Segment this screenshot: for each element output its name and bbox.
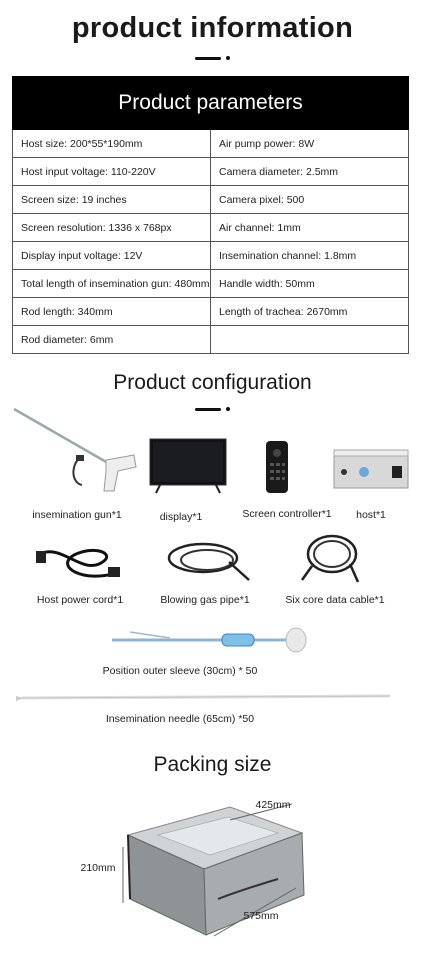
param-cell: Handle width: 50mm (210, 269, 409, 298)
length-dimension-line (213, 887, 297, 937)
page-title: product information (71, 12, 354, 44)
power-cord-image (36, 548, 120, 578)
param-cell: Camera diameter: 2.5mm (210, 157, 409, 186)
param-cell (210, 325, 409, 354)
outer-sleeve-image (112, 627, 307, 653)
configuration-title: Product configuration (113, 371, 312, 394)
param-cell: Insemination channel: 1.8mm (210, 241, 409, 270)
display-label: display*1 (159, 511, 203, 523)
packing-title: Packing size (153, 753, 272, 776)
param-cell: Total length of insemination gun: 480mm (12, 269, 211, 298)
configuration-divider (0, 406, 425, 412)
length-dimension: 575mm (243, 910, 279, 922)
insemination-needle-image (16, 694, 391, 701)
sleeve-label: Position outer sleeve (30cm) * 50 (102, 665, 258, 677)
display-image (149, 438, 227, 494)
param-cell: Air channel: 1mm (210, 213, 409, 242)
param-cell: Host input voltage: 110-220V (12, 157, 211, 186)
gas-pipe-image (167, 542, 250, 581)
gas-pipe-label: Blowing gas pipe*1 (160, 594, 250, 606)
param-cell: Rod diameter: 6mm (12, 325, 211, 354)
power-cord-label: Host power cord*1 (36, 594, 124, 606)
remote-controller-image (266, 441, 288, 493)
param-cell: Display input voltage: 12V (12, 241, 211, 270)
param-cell: Rod length: 340mm (12, 297, 211, 326)
parameters-table: Product parameters Host size: 200*55*190… (12, 76, 409, 354)
data-cable-label: Six core data cable*1 (285, 594, 385, 606)
width-dimension: 425mm (255, 799, 291, 811)
param-cell: Length of trachea: 2670mm (210, 297, 409, 326)
param-cell: Air pump power: 8W (210, 129, 409, 158)
param-cell: Camera pixel: 500 (210, 185, 409, 214)
parameters-title: Product parameters (12, 76, 409, 130)
height-dimension: 210mm (80, 862, 116, 874)
controller-label: Screen controller*1 (242, 508, 332, 520)
param-cell: Host size: 200*55*190mm (12, 129, 211, 158)
title-divider (0, 55, 425, 61)
packing-bag-image (126, 806, 305, 936)
param-cell: Screen resolution: 1336 x 768px (12, 213, 211, 242)
param-cell: Screen size: 19 inches (12, 185, 211, 214)
gun-label: insemination gun*1 (32, 509, 122, 521)
insemination-gun-image (13, 407, 137, 492)
data-cable-image (300, 534, 360, 583)
table-row: Rod diameter: 6mm (12, 325, 409, 354)
needle-label: Insemination needle (65cm) *50 (105, 713, 255, 725)
host-image (333, 449, 409, 489)
width-dimension-line (229, 803, 293, 821)
height-dimension-line (122, 847, 124, 903)
host-label: host*1 (356, 509, 386, 521)
